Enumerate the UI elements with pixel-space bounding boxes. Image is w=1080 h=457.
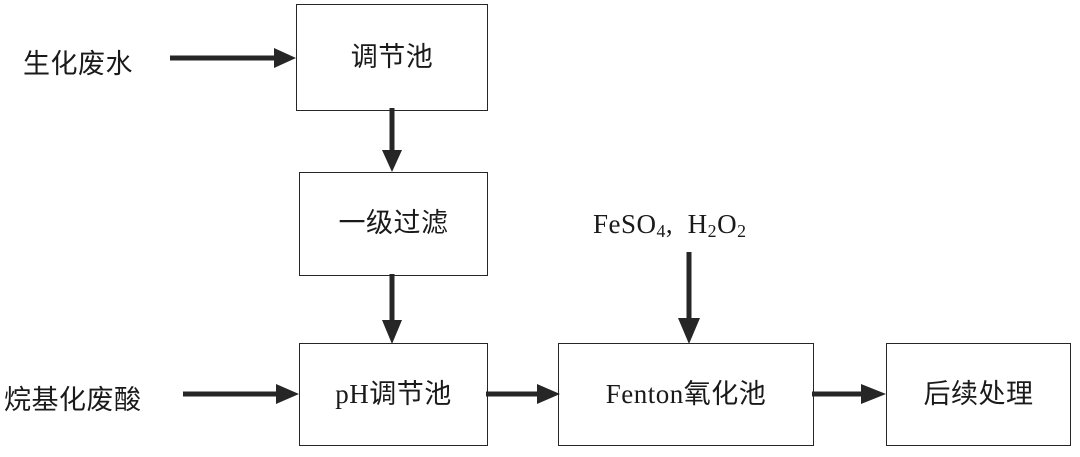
arrow-reagents-to-fenton-tank bbox=[677, 252, 701, 346]
reagent-h2o2-h: H bbox=[687, 209, 708, 239]
arrow-regulating-tank-to-primary-filter bbox=[380, 108, 404, 174]
label-reagents-chemicals: FeSO4, H2O2 bbox=[593, 209, 746, 242]
node-fenton-oxidation-tank-label: Fenton氧化池 bbox=[605, 378, 767, 409]
node-primary-filter[interactable]: 一级过滤 bbox=[299, 172, 488, 276]
node-primary-filter-label: 一级过滤 bbox=[338, 208, 449, 239]
node-ph-adjustment-tank[interactable]: pH调节池 bbox=[299, 343, 488, 446]
reagent-feso4-symbol: FeSO bbox=[593, 209, 657, 239]
arrow-bio-wastewater-to-regulating-tank bbox=[170, 46, 298, 70]
node-regulating-tank-label: 调节池 bbox=[350, 41, 434, 72]
arrow-primary-filter-to-ph-tank bbox=[380, 274, 404, 346]
arrow-alkylation-acid-to-ph-tank bbox=[183, 382, 301, 406]
arrow-ph-tank-to-fenton-tank bbox=[486, 382, 562, 406]
reagent-feso4-subscript: 4 bbox=[656, 220, 666, 241]
node-post-treatment-label: 后续处理 bbox=[923, 378, 1034, 409]
node-regulating-tank[interactable]: 调节池 bbox=[296, 4, 488, 111]
node-ph-adjustment-tank-label: pH调节池 bbox=[335, 378, 452, 409]
node-post-treatment[interactable]: 后续处理 bbox=[886, 343, 1071, 446]
node-fenton-oxidation-tank[interactable]: Fenton氧化池 bbox=[558, 343, 814, 446]
label-bio-wastewater: 生化废水 bbox=[23, 49, 133, 79]
reagent-h2o2-o-subscript: 2 bbox=[737, 220, 747, 241]
reagent-separator: , bbox=[665, 209, 674, 239]
label-alkylation-acid: 烷基化废酸 bbox=[4, 385, 142, 415]
reagent-h2o2-h-subscript: 2 bbox=[707, 220, 718, 241]
arrow-fenton-tank-to-post-treatment bbox=[812, 382, 888, 406]
reagent-h2o2-o: O bbox=[717, 209, 738, 239]
